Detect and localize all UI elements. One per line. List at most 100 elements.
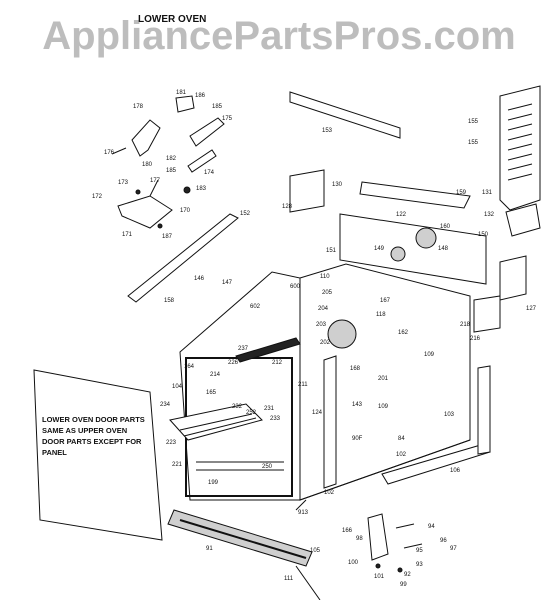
- part-label: 110: [320, 274, 330, 280]
- part-label: 130: [332, 182, 343, 188]
- part-label: 155: [468, 140, 479, 146]
- rail-152: [127, 213, 239, 303]
- part-label: 176: [104, 150, 115, 156]
- panel-150: [339, 213, 487, 285]
- part-label: 98: [356, 536, 363, 542]
- part-label: 212: [272, 360, 283, 366]
- part-label: 168: [350, 366, 361, 372]
- door-panel: [33, 369, 163, 541]
- part-label: 199: [208, 480, 219, 486]
- part-label: 103: [444, 412, 455, 418]
- shield-159: [359, 181, 471, 209]
- part-label: 221: [172, 462, 183, 468]
- part-label: 109: [378, 404, 389, 410]
- part-label: 600: [290, 284, 301, 290]
- part-label: 170: [180, 208, 191, 214]
- part-label: 162: [398, 330, 409, 336]
- part-216: [473, 295, 501, 333]
- part-label: 131: [482, 190, 493, 196]
- part-label: 97: [450, 546, 457, 552]
- part-label: 216: [470, 336, 481, 342]
- part-label: 109: [424, 352, 435, 358]
- part-label: 234: [160, 402, 171, 408]
- part-label: 182: [166, 156, 177, 162]
- part-label: 211: [298, 382, 308, 388]
- part-label: 180: [142, 162, 153, 168]
- part-label: 128: [282, 204, 293, 210]
- part-label: 155: [468, 119, 479, 125]
- part-label: 171: [122, 232, 133, 238]
- part-label: 158: [164, 298, 175, 304]
- part-label: 172: [92, 194, 103, 200]
- part-label: 99: [400, 582, 407, 588]
- part-label: 164: [184, 364, 195, 370]
- part-label: 102: [324, 490, 335, 496]
- part-label: 233: [270, 416, 281, 422]
- part-label: 174: [204, 170, 215, 176]
- diagram-title: LOWER OVEN: [138, 14, 207, 25]
- part-label: 153: [322, 128, 333, 134]
- part-label: 223: [166, 440, 177, 446]
- part-label: 84: [398, 436, 405, 442]
- part-label: 204: [318, 306, 329, 312]
- part-label: 105: [310, 548, 321, 554]
- part-label: 187: [162, 234, 173, 240]
- part-label: 250: [262, 464, 273, 470]
- part-label: 122: [396, 212, 407, 218]
- part-127: [499, 255, 527, 301]
- frame-right: [477, 365, 491, 455]
- part-label: 252: [246, 410, 257, 416]
- part-label: 218: [460, 322, 471, 328]
- part-label: 132: [484, 212, 495, 218]
- part-label: 96: [440, 538, 447, 544]
- door-parts-note: LOWER OVEN DOOR PARTS SAME AS UPPER OVEN…: [42, 415, 145, 457]
- part-label: 237: [238, 346, 249, 352]
- part-label: 149: [374, 246, 385, 252]
- part-label: 148: [438, 246, 449, 252]
- part-label: 186: [195, 93, 206, 99]
- part-label: 93: [416, 562, 423, 568]
- part-label: 118: [376, 312, 386, 318]
- part-label: 173: [118, 180, 129, 186]
- box-130: [289, 169, 325, 213]
- part-label: 94: [428, 524, 435, 530]
- part-label: 127: [526, 306, 537, 312]
- part-label: 101: [374, 574, 385, 580]
- part-label: 602: [250, 304, 261, 310]
- duct-131: [499, 85, 541, 211]
- bracket-132: [505, 203, 541, 237]
- part-label: 104: [172, 384, 183, 390]
- part-label: 90F: [352, 436, 363, 442]
- part-label: 150: [478, 232, 489, 238]
- part-label: 106: [450, 468, 461, 474]
- part-label: 102: [396, 452, 407, 458]
- part-label: 913: [298, 510, 309, 516]
- part-label: 185: [166, 168, 177, 174]
- part-label: 203: [316, 322, 327, 328]
- part-label: 152: [240, 211, 251, 217]
- part-label: 92: [404, 572, 411, 578]
- part-label: 100: [348, 560, 359, 566]
- part-label: 226: [228, 360, 239, 366]
- part-label: 165: [206, 390, 217, 396]
- part-label: 175: [222, 116, 233, 122]
- latch-assembly: [111, 95, 225, 229]
- part-label: 177: [150, 178, 161, 184]
- trim-153: [289, 91, 401, 139]
- part-label: 95: [416, 548, 423, 554]
- part-label: 111: [284, 576, 294, 582]
- part-label: 143: [352, 402, 363, 408]
- part-label: 205: [322, 290, 333, 296]
- part-label: 160: [440, 224, 451, 230]
- part-label: 181: [176, 90, 187, 96]
- part-label: 231: [264, 406, 275, 412]
- part-label: 166: [342, 528, 353, 534]
- part-label: 201: [378, 376, 389, 382]
- part-label: 147: [222, 280, 233, 286]
- part-label: 167: [380, 298, 391, 304]
- part-label: 178: [133, 104, 144, 110]
- part-label: 185: [212, 104, 223, 110]
- part-label: 214: [210, 372, 221, 378]
- part-label: 183: [196, 186, 207, 192]
